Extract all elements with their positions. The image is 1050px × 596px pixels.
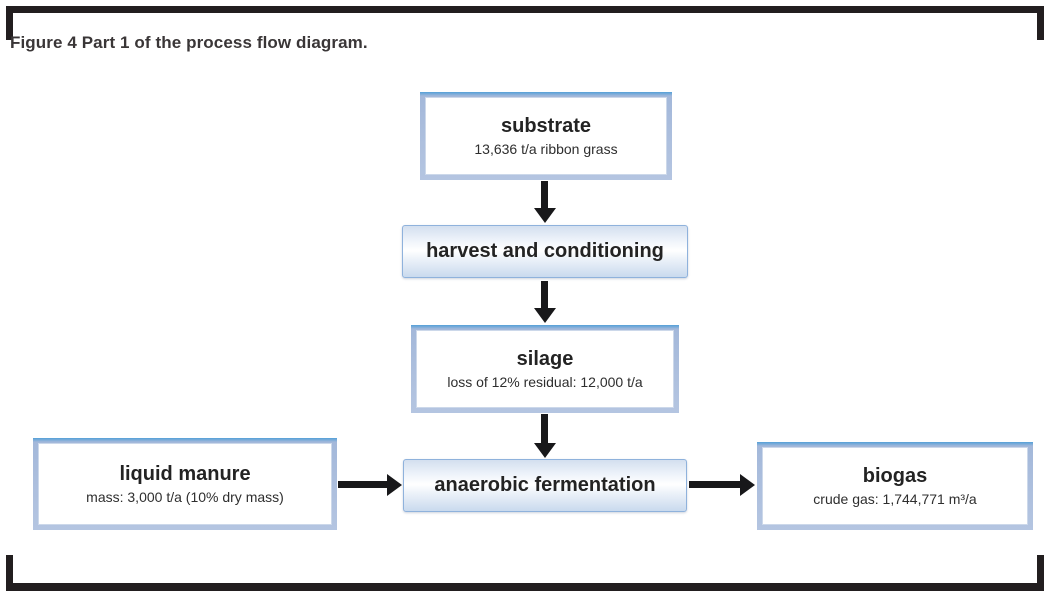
arrow-shaft	[541, 414, 548, 445]
node-substrate: substrate 13,636 t/a ribbon grass	[420, 92, 672, 180]
node-title: silage	[516, 347, 574, 370]
node-subtitle: mass: 3,000 t/a (10% dry mass)	[86, 488, 284, 505]
frame-top-right-tick	[1037, 6, 1044, 40]
arrow-shaft	[541, 181, 548, 210]
arrow-head-down-icon	[534, 443, 556, 458]
node-substrate-body: substrate 13,636 t/a ribbon grass	[425, 97, 667, 175]
node-subtitle: 13,636 t/a ribbon grass	[474, 140, 618, 157]
frame-bottom-bar	[6, 583, 1044, 591]
arrow-head-right-icon	[740, 474, 755, 496]
arrow-manure-to-fermentation	[338, 474, 402, 496]
node-title: liquid manure	[119, 462, 251, 485]
node-harvest-and-conditioning: harvest and conditioning	[402, 225, 688, 278]
node-subtitle: crude gas: 1,744,771 m³/a	[813, 490, 977, 507]
node-title: substrate	[500, 114, 592, 137]
node-silage-body: silage loss of 12% residual: 12,000 t/a	[416, 330, 674, 408]
figure-caption: Figure 4 Part 1 of the process flow diag…	[10, 33, 368, 52]
node-subtitle: loss of 12% residual: 12,000 t/a	[447, 373, 643, 390]
arrow-head-right-icon	[387, 474, 402, 496]
node-biogas-body: biogas crude gas: 1,744,771 m³/a	[762, 447, 1028, 525]
node-title: biogas	[862, 464, 928, 487]
arrow-harvest-to-silage	[534, 281, 556, 323]
node-anaerobic-fermentation: anaerobic fermentation	[403, 459, 687, 512]
arrow-shaft	[541, 281, 548, 310]
arrow-shaft	[338, 481, 389, 488]
frame-bottom-left-tick	[6, 555, 13, 591]
node-title: anaerobic fermentation	[434, 474, 656, 496]
arrow-fermentation-to-biogas	[689, 474, 755, 496]
node-silage: silage loss of 12% residual: 12,000 t/a	[411, 325, 679, 413]
frame-bottom-right-tick	[1037, 555, 1044, 591]
arrow-silage-to-fermentation	[534, 414, 556, 458]
frame-top-bar	[6, 6, 1044, 13]
node-title: harvest and conditioning	[426, 240, 664, 262]
node-liquid-manure-body: liquid manure mass: 3,000 t/a (10% dry m…	[38, 443, 332, 525]
arrow-substrate-to-harvest	[534, 181, 556, 223]
frame-top-left-tick	[6, 6, 13, 40]
arrow-shaft	[689, 481, 742, 488]
node-biogas: biogas crude gas: 1,744,771 m³/a	[757, 442, 1033, 530]
arrow-head-down-icon	[534, 208, 556, 223]
arrow-head-down-icon	[534, 308, 556, 323]
node-liquid-manure: liquid manure mass: 3,000 t/a (10% dry m…	[33, 438, 337, 530]
